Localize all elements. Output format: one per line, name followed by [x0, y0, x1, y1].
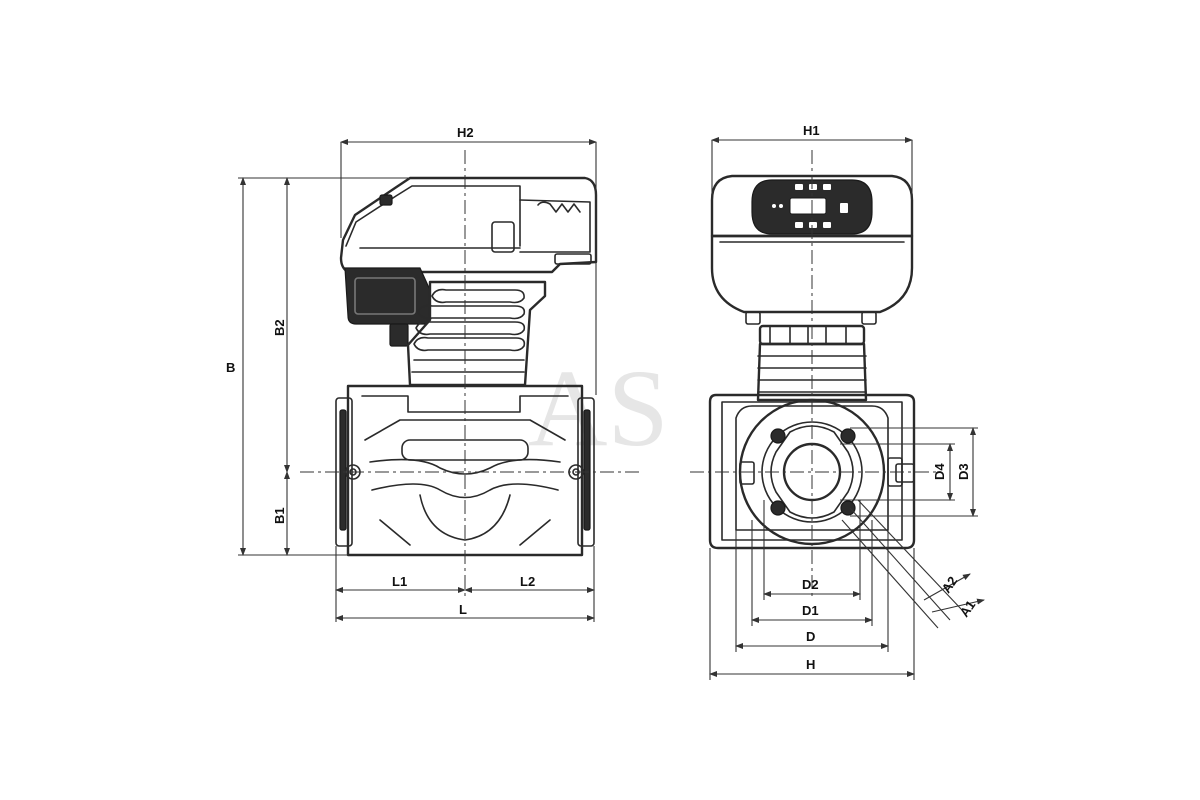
dim-label-b2: B2: [272, 319, 287, 336]
dim-label-a1: A1: [957, 598, 979, 620]
side-view: [335, 176, 598, 557]
side-pump-casing: [346, 384, 584, 557]
dim-label-h: H: [806, 657, 815, 672]
watermark: AS: [528, 347, 669, 469]
dim-label-d4: D4: [932, 463, 947, 480]
dim-label-b1: B1: [272, 507, 287, 524]
side-terminal-box: [344, 267, 431, 325]
dim-label-b: B: [226, 360, 235, 375]
dim-label-d2: D2: [802, 577, 819, 592]
dim-label-d: D: [806, 629, 815, 644]
front-dimensions: H1 D4 D3 D2 D1 D H A2: [709, 123, 985, 680]
side-motor-head: [339, 176, 598, 274]
dim-label-l2: L2: [520, 574, 535, 589]
dim-label-h1: H1: [803, 123, 820, 138]
dim-label-l: L: [459, 602, 467, 617]
dim-label-d1: D1: [802, 603, 819, 618]
front-pump-casing: [708, 393, 916, 550]
side-dimensions: H2 B B2 B1 L1 L2 L: [226, 125, 597, 622]
dim-label-l1: L1: [392, 574, 407, 589]
dim-label-d3: D3: [956, 463, 971, 480]
dim-label-h2: H2: [457, 125, 474, 140]
front-connectors: [745, 311, 877, 346]
dim-label-a2: A2: [939, 574, 961, 596]
